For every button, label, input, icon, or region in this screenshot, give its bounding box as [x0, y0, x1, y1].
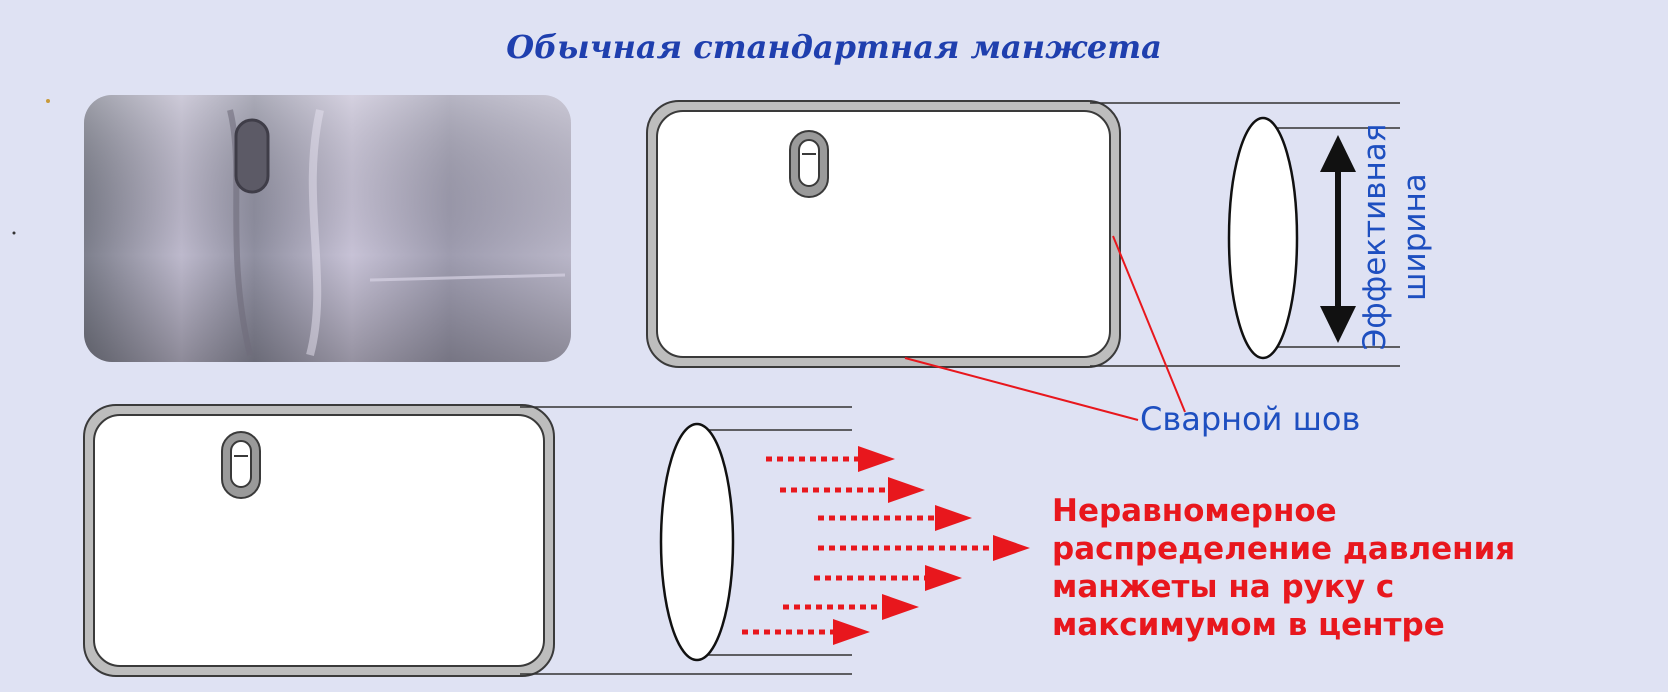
bottom-guide-lines: [520, 406, 852, 675]
cuff-cross-section-bottom: [659, 422, 735, 662]
pressure-arrow: [780, 477, 925, 503]
effective-width-arrow: [1320, 135, 1356, 343]
cuff-schematic-bottom: [83, 404, 555, 677]
effective-width-label: Эффективная ширина: [1355, 124, 1435, 351]
effective-width-line2: ширина: [1397, 173, 1433, 301]
pressure-arrow: [818, 535, 1030, 561]
pressure-arrow: [742, 619, 870, 645]
pressure-arrow: [766, 446, 895, 472]
pressure-arrow: [783, 594, 919, 620]
cuff-photo: [84, 95, 571, 362]
uneven-pressure-line2: распределение давления: [1052, 531, 1516, 567]
diagram-title: Обычная стандартная манжета: [506, 28, 1162, 66]
weld-seam-pointers: [904, 235, 1186, 421]
uneven-pressure-line1: Неравномерное: [1052, 493, 1337, 529]
weld-seam-label: Сварной шов: [1140, 400, 1361, 438]
cuff-cross-section-top: [1227, 116, 1299, 360]
uneven-pressure-line3: манжеты на руку с: [1052, 569, 1395, 605]
pressure-arrow: [814, 565, 962, 591]
cuff-schematic-top: [646, 100, 1121, 368]
pressure-arrow: [818, 505, 972, 531]
uneven-pressure-label: Неравномерное распределение давления ман…: [1052, 492, 1515, 644]
uneven-pressure-line4: максимумом в центре: [1052, 607, 1445, 643]
pressure-arrows: [742, 446, 1030, 645]
width-guide-lines: [1090, 102, 1400, 367]
valve-port-icon: [234, 118, 270, 194]
effective-width-line1: Эффективная: [1357, 123, 1393, 351]
